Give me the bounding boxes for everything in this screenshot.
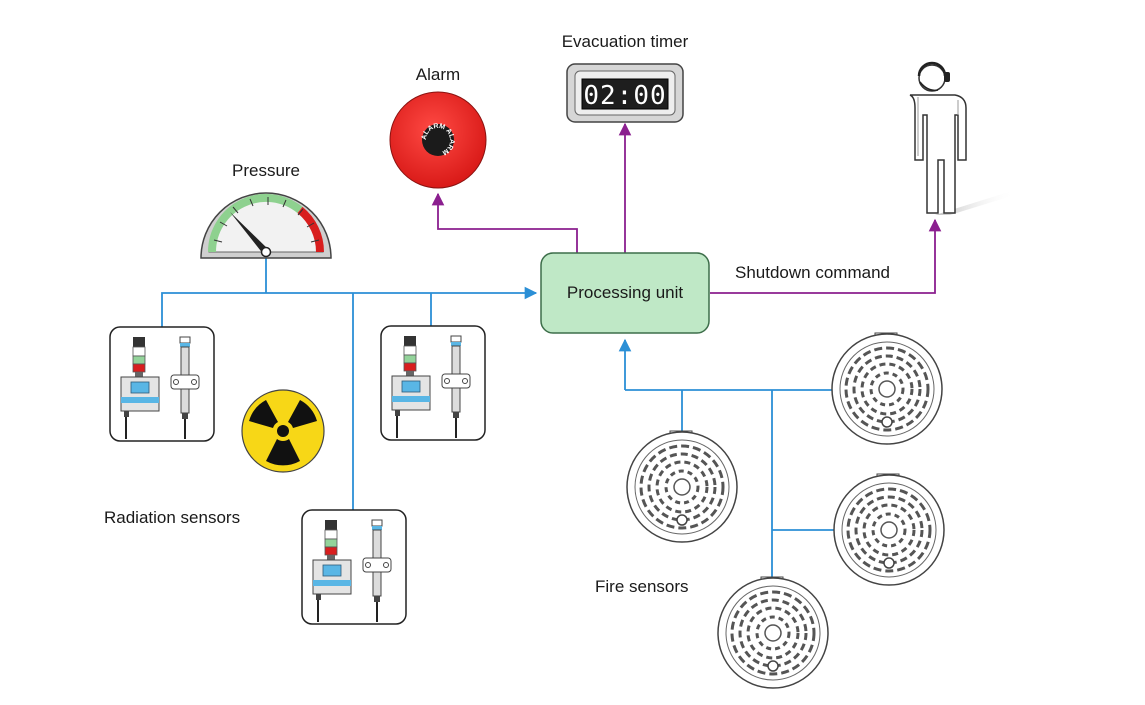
processing-unit-label: Processing unit bbox=[567, 283, 684, 302]
shutdown-command-label: Shutdown command bbox=[735, 263, 890, 282]
output-wiring bbox=[431, 122, 942, 294]
radiation-sensor-2 bbox=[380, 325, 486, 441]
fire-sensors-label: Fire sensors bbox=[595, 577, 689, 596]
radiation-sensor-1 bbox=[109, 326, 215, 442]
processing-unit: Processing unit bbox=[540, 252, 710, 334]
radiation-sensors-label: Radiation sensors bbox=[104, 508, 240, 527]
fire-sensor-2 bbox=[625, 430, 739, 544]
radiation-sensor-3 bbox=[301, 509, 407, 625]
alarm-bell-icon: ALARM ALARM bbox=[389, 91, 487, 189]
pressure-label: Pressure bbox=[232, 161, 300, 180]
evacuation-timer-icon: 02:00 bbox=[566, 63, 684, 123]
radiation-symbol-icon bbox=[241, 389, 325, 473]
operator-person-icon bbox=[909, 61, 1015, 215]
input-wiring bbox=[161, 258, 835, 578]
fire-sensor-1 bbox=[830, 332, 944, 446]
evacuation-timer-label: Evacuation timer bbox=[562, 32, 689, 51]
fire-sensor-4 bbox=[716, 576, 830, 690]
alarm-label: Alarm bbox=[416, 65, 460, 84]
timer-display: 02:00 bbox=[583, 81, 666, 111]
fire-sensor-3 bbox=[832, 473, 946, 587]
pressure-gauge-icon bbox=[200, 192, 332, 259]
